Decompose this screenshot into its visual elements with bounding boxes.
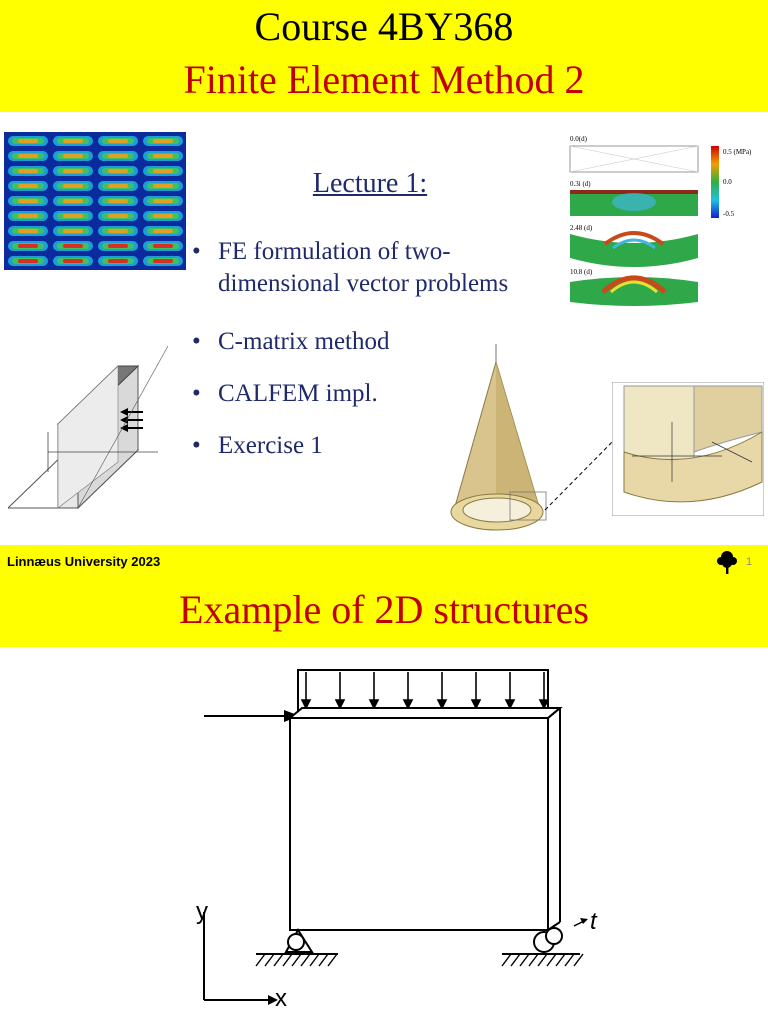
bullet-text-continued: dimensional vector problems <box>218 270 509 297</box>
university-tree-logo <box>717 551 737 574</box>
scale-label: 0.5 (MPa) <box>723 148 752 156</box>
scale-label: 0.0 <box>723 178 732 186</box>
bullet-text: Exercise 1 <box>218 432 323 459</box>
bullet-marker: • <box>192 328 201 355</box>
contour-time-label: 10.8 (d) <box>570 268 593 276</box>
contour-plot-image: 0.0(d) 0.3i (d) 2.48 (d) 10.8 (d) 0.5 (M… <box>569 135 752 306</box>
bullet-text: CALFEM impl. <box>218 380 378 407</box>
slide1-header-band <box>0 0 768 112</box>
bullet-item: • C-matrix method <box>192 326 492 358</box>
wall-diagram-image <box>8 345 169 510</box>
bullet-marker: • <box>192 238 201 265</box>
axis-x-label: x <box>275 985 287 1012</box>
bullet-item: • FE formulation of two- dimensional vect… <box>192 236 572 300</box>
footer-university: Linnæus University 2023 <box>7 554 161 569</box>
contour-time-label: 0.3i (d) <box>570 180 591 188</box>
page-number: 1 <box>746 556 753 568</box>
scale-label: -0.5 <box>723 210 735 218</box>
axis-y-label: y <box>196 898 208 925</box>
cone-diagram-image <box>450 344 547 531</box>
bullet-item: • CALFEM impl. <box>192 378 492 410</box>
lecture-heading: Lecture 1: <box>312 168 428 199</box>
bullet-marker: • <box>192 432 201 459</box>
thickness-label: t <box>590 908 597 935</box>
bullet-text: C-matrix method <box>218 328 390 355</box>
course-code: Course 4BY368 <box>254 4 514 49</box>
contour-time-label: 2.48 (d) <box>570 224 593 232</box>
bullet-item: • Exercise 1 <box>192 430 492 462</box>
structure-diagram <box>203 669 588 1005</box>
slide1-title: Finite Element Method 2 <box>183 57 585 102</box>
contour-time-label: 0.0(d) <box>570 135 588 143</box>
bullet-text: FE formulation of two- <box>218 238 451 265</box>
bullet-marker: • <box>192 380 201 407</box>
stress-heatmap-image <box>4 132 186 270</box>
slide2-title: Example of 2D structures <box>179 587 589 632</box>
cone-detail-image <box>612 382 764 516</box>
slide-separator-band <box>0 545 768 647</box>
